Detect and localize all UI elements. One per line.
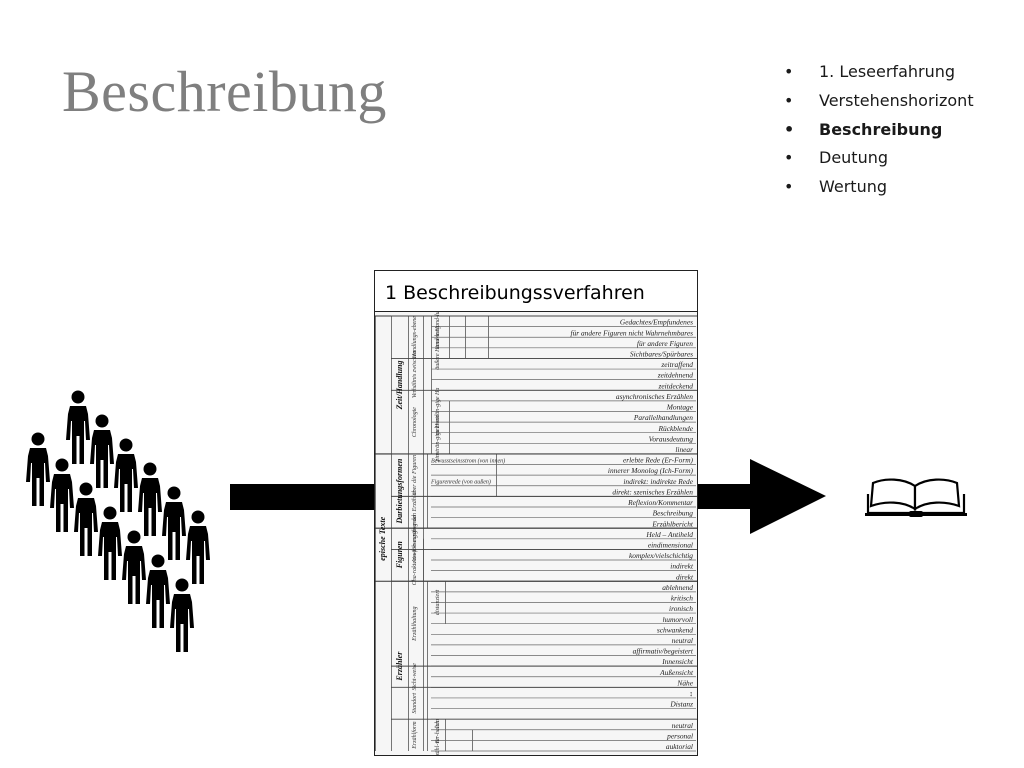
- table-subcategory-label: Sicht-weise: [412, 663, 418, 691]
- table-grid: epische Texte Zeit/HandlungDarbietungsfor…: [375, 312, 697, 755]
- table-row-label: innerer Monolog (Ich-Form): [608, 466, 694, 475]
- table-row-label: asynchronisches Erzählen: [616, 392, 693, 401]
- table-row-label: Sichtbares/Spürbares: [630, 350, 693, 359]
- table-detail-label: Er: [435, 737, 441, 745]
- table-row-label: Nähe: [676, 678, 693, 687]
- table-row-label: neutral: [672, 636, 693, 645]
- table-subcategory-label: Erzählform: [411, 721, 418, 750]
- table-row-label: linear: [675, 445, 693, 454]
- table-row-label: indirekt: indirekte Rede: [623, 477, 693, 486]
- table-detail-label: einsträn-gige Hand: [435, 414, 441, 462]
- table-subcategory-label: Chronologie: [412, 407, 418, 437]
- nav-item-verstehenshorizont: Verstehenshorizont: [784, 87, 974, 116]
- table-row-label: erlebte Rede (Er-Form): [623, 456, 694, 465]
- table-subcategory-label: Aus-füh-rungs-grad: [411, 514, 418, 564]
- table-row-label: direkt: szenisches Erzählen: [612, 487, 693, 496]
- table-row-label: komplex/vielschichtig: [629, 551, 693, 560]
- table-group-label: Erzähler: [395, 651, 404, 682]
- description-method-table: 1 Beschreibungssverfahren epische Texte Z…: [374, 270, 698, 756]
- table-row-label: Erzählbericht: [651, 519, 694, 528]
- table-detail-label: äußere Hand-lung: [434, 326, 441, 370]
- table-row-label: Gedachtes/Empfundenes: [620, 318, 693, 327]
- connector-bar: [230, 484, 378, 510]
- table-detail-label: distanziert: [435, 589, 441, 615]
- table-row-label: Beschreibung: [653, 509, 694, 518]
- table-group-label: Figuren: [395, 541, 404, 570]
- table-detail-label: Ich: [435, 721, 441, 730]
- table-row-label: neutral: [672, 721, 693, 730]
- nav-item-beschreibung: Beschreibung: [784, 116, 974, 145]
- arrow-right-icon: [698, 459, 826, 534]
- table-row-label: Reflexion/Kommentar: [627, 498, 693, 507]
- table-row-label: Außensicht: [659, 668, 694, 677]
- table-row-label: humorvoll: [663, 615, 693, 624]
- nav-item-leseerfahrung: 1. Leseerfahrung: [784, 58, 974, 87]
- table-row-label: zeitraffend: [660, 360, 693, 369]
- table-row-label: Distanz: [669, 700, 693, 709]
- nav-item-deutung: Deutung: [784, 144, 974, 173]
- topic-nav-list: 1. Leseerfahrung Verstehenshorizont Besc…: [784, 58, 974, 202]
- table-row-label: ↕: [689, 689, 693, 698]
- table-row-label: ironisch: [669, 604, 693, 613]
- table-row-label: für andere Figuren nicht Wahrnehmbares: [571, 328, 694, 337]
- table-row-label: Vorausdeutung: [649, 434, 694, 443]
- table-group-label: Zeit/Handlung: [395, 361, 404, 411]
- table-row-label: Innensicht: [661, 657, 694, 666]
- table-subcategory-label: Erzählhaltung: [412, 607, 418, 642]
- table-row-label: für andere Figuren: [637, 339, 693, 348]
- table-detail-label: Figurenrede (von außen): [430, 479, 491, 486]
- table-subcategory-label: Cha-rakteri-sie-rung: [412, 535, 418, 585]
- table-row-label: Parallelhandlungen: [633, 413, 693, 422]
- table-detail-label: innere Hand-lung: [435, 312, 441, 348]
- table-row-label: ablehnend: [662, 583, 693, 592]
- table-row-label: affirmativ/begeistert: [633, 647, 694, 656]
- slide-title: Beschreibung: [62, 59, 387, 124]
- table-row-label: zeitdeckend: [658, 381, 694, 390]
- table-row-label: Held – Antiheld: [645, 530, 693, 539]
- table-subcategory-label: über die Figuren: [412, 455, 418, 495]
- table-main-label: epische Texte: [378, 516, 387, 560]
- table-row-label: personal: [666, 731, 693, 740]
- table-detail-label: mehr-strän-gige Ha: [435, 388, 441, 436]
- table-row-label: schwankend: [657, 625, 693, 634]
- table-detail-label: Bewusstseinsstrom (von innen): [431, 457, 505, 464]
- table-subcategory-label: Verhältnis zwischen: [412, 351, 418, 398]
- people-group-icon: [26, 390, 210, 652]
- table-row-label: eindimensional: [648, 541, 693, 550]
- table-subcategory-label: Standort: [412, 693, 418, 714]
- open-book-icon: [865, 478, 967, 517]
- table-subcategory-label: Handlungs-ebene: [412, 316, 418, 360]
- table-row-label: zeitdehnend: [657, 371, 694, 380]
- table-subcategory-label: über den Erzähler: [412, 490, 418, 534]
- table-group-label: Darbietungsformen: [395, 458, 404, 524]
- table-detail-label: Erzähl-ver-halten: [435, 719, 441, 755]
- table-row-label: kritisch: [671, 594, 693, 603]
- table-header: 1 Beschreibungssverfahren: [375, 271, 697, 312]
- table-row-label: direkt: [676, 572, 694, 581]
- table-row-label: Rückblende: [658, 424, 694, 433]
- table-row-label: indirekt: [670, 562, 694, 571]
- table-row-label: Montage: [666, 403, 694, 412]
- nav-item-wertung: Wertung: [784, 173, 974, 202]
- table-row-label: auktorial: [666, 742, 693, 751]
